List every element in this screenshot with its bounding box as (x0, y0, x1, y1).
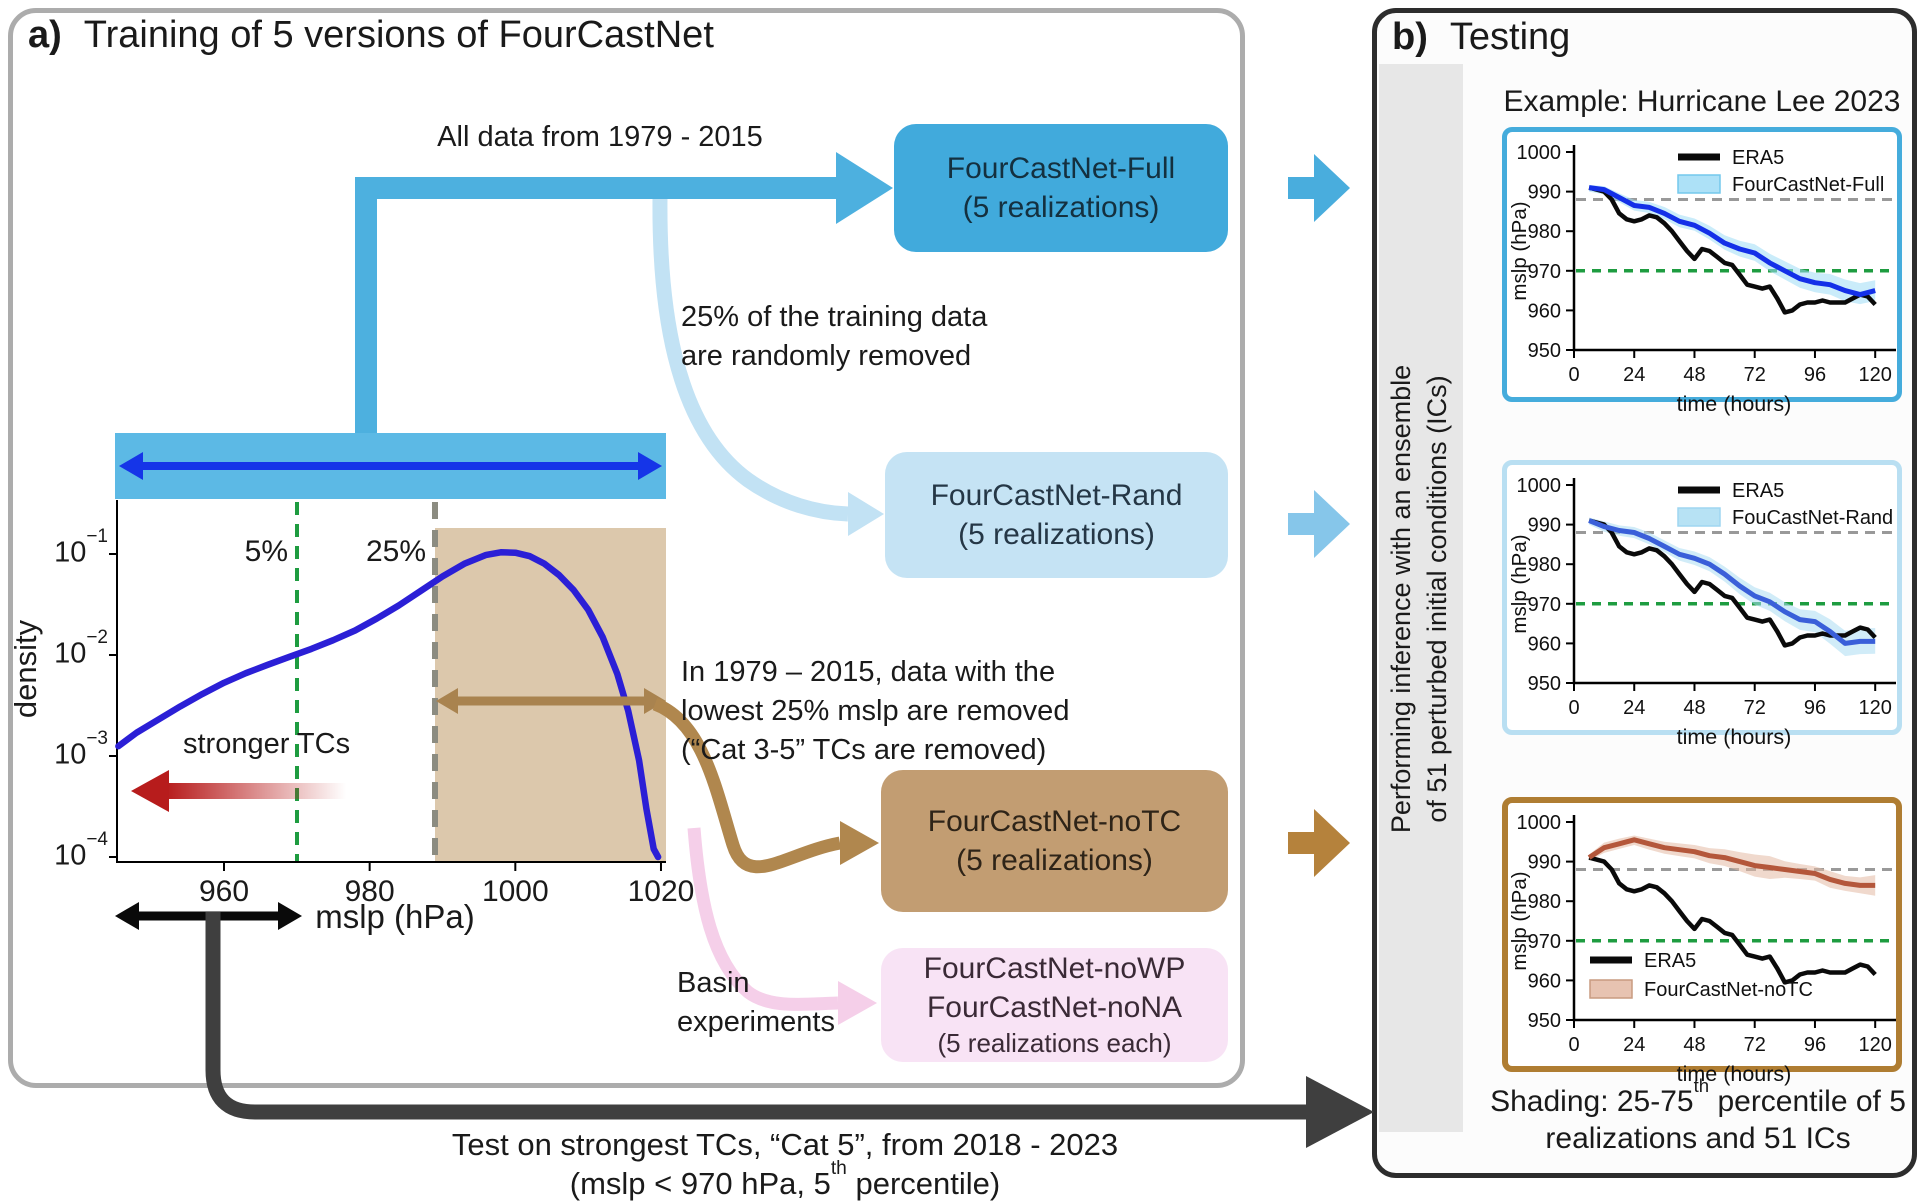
density-ytick-1: 10−2 (54, 627, 108, 670)
box-notc-line2: (5 realizations) (956, 844, 1153, 877)
panel-a-label: a) (28, 14, 62, 56)
rand-note-line2: are randomly removed (681, 340, 972, 372)
model-box-basin-experiments: FourCastNet-noWP FourCastNet-noNA (5 rea… (881, 948, 1228, 1062)
box-basin-line1: FourCastNet-noWP (923, 952, 1186, 986)
density-xtick-0: 960 (198, 875, 250, 908)
density-ytick-3: 10−4 (54, 829, 108, 872)
all-data-arrow-label: All data from 1979 - 2015 (437, 121, 763, 153)
basin-note-line2: experiments (677, 1006, 835, 1038)
test-plot-card-full (1502, 127, 1902, 402)
box-basin-line2: FourCastNet-noNA (926, 991, 1183, 1025)
basin-note-line1: Basin (677, 967, 750, 999)
notc-note-line2: lowest 25% mslp are removed (681, 695, 1070, 727)
panel-b-label: b) (1392, 16, 1428, 58)
box-notc-line1: FourCastNet-noTC (927, 805, 1182, 838)
model-box-fourcastnet-full: FourCastNet-Full (5 realizations) (894, 124, 1228, 252)
notc-note-line3: (“Cat 3-5” TCs are removed) (681, 734, 1047, 766)
bottom-note-line2: (mslp < 970 hPa, 5th percentile) (569, 1158, 1001, 1201)
example-title: Example: Hurricane Lee 2023 (1503, 85, 1901, 118)
box-basin-line3: (5 realizations each) (937, 1028, 1172, 1059)
test-plot-card-rand (1502, 460, 1902, 735)
box-full-line1: FourCastNet-Full (946, 152, 1176, 185)
chevron-arrow-rand-icon (1288, 490, 1350, 558)
inference-strip-label: Performing inference with an ensemble of… (1386, 364, 1452, 834)
box-rand-line2: (5 realizations) (958, 518, 1155, 551)
model-box-fourcastnet-rand: FourCastNet-Rand (5 realizations) (885, 452, 1228, 578)
test-plot-card-notc (1502, 797, 1902, 1072)
density-ytick-0: 10−1 (54, 526, 108, 569)
chevron-arrow-full-icon (1288, 154, 1350, 222)
pct25-label: 25% (365, 535, 426, 568)
shading-note-line2: realizations and 51 ICs (1545, 1122, 1851, 1155)
panel-a-title: a)Training of 5 versions of FourCastNet (28, 14, 714, 56)
box-rand-line1: FourCastNet-Rand (930, 479, 1183, 512)
density-xtick-3: 1020 (627, 875, 695, 908)
notc-note-line1: In 1979 – 2015, data with the (681, 656, 1056, 688)
density-ytick-2: 10−3 (54, 728, 108, 771)
stronger-tcs-label: stronger TCs (183, 728, 351, 760)
shading-note-line1: Shading: 25-75th percentile of 5 (1490, 1074, 1906, 1118)
test-data-arrow-head-icon (1306, 1076, 1374, 1148)
bottom-note-line1: Test on strongest TCs, “Cat 5”, from 201… (451, 1127, 1119, 1162)
model-box-fourcastnet-notc: FourCastNet-noTC (5 realizations) (881, 770, 1228, 912)
density-xtick-2: 1000 (481, 875, 549, 908)
rand-note-line1: 25% of the training data (681, 301, 988, 333)
chevron-arrow-notc-icon (1288, 809, 1350, 877)
box-full-line2: (5 realizations) (962, 191, 1160, 224)
pct5-label: 5% (244, 535, 288, 568)
density-xtick-1: 980 (344, 875, 395, 908)
panel-b-title: b)Testing (1392, 16, 1571, 58)
inference-strip (1379, 64, 1463, 1132)
